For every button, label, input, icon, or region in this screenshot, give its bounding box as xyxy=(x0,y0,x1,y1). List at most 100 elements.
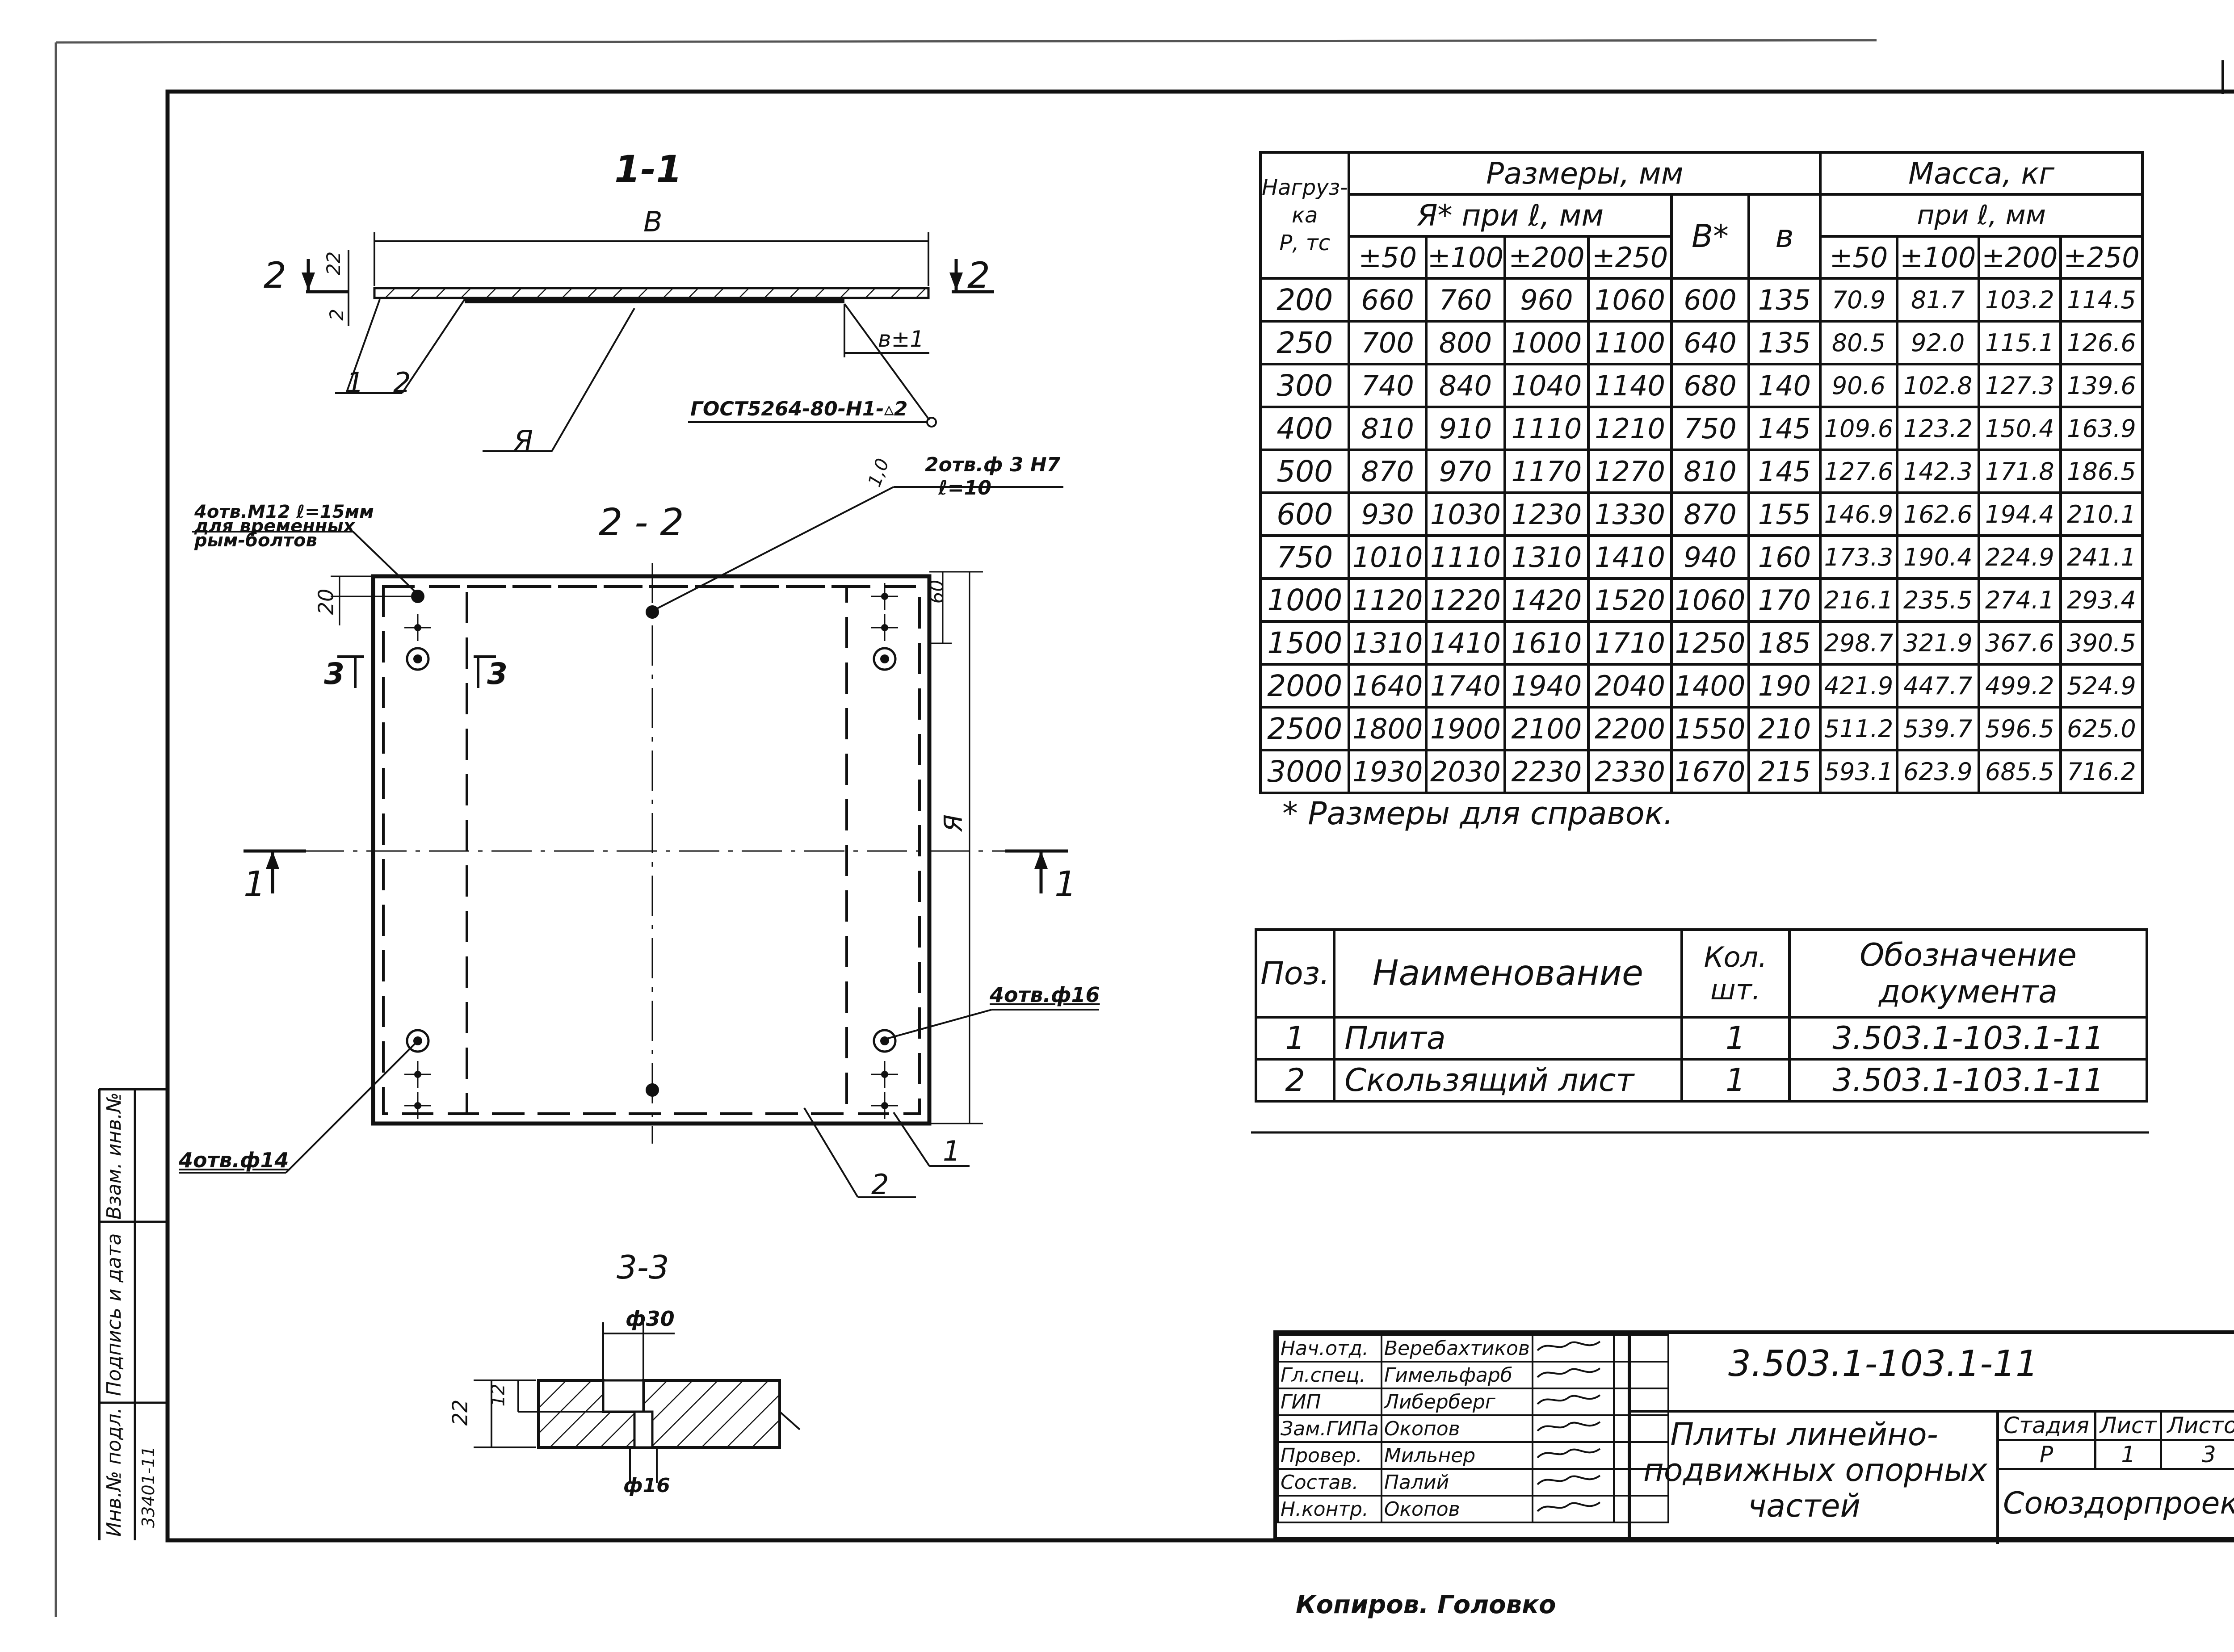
spec-pos: 1 xyxy=(1254,1016,1336,1061)
signature-role: Состав. xyxy=(1277,1468,1382,1497)
size-cell: 1110 xyxy=(1424,534,1507,580)
note-16-holes: 4отв.ф16 xyxy=(990,983,1100,1007)
handwritten-signature-icon xyxy=(1537,1421,1601,1431)
size-cell: 1060 xyxy=(1587,277,1673,323)
mass-cell: 511.2 xyxy=(1819,706,1898,751)
size-cell: 1930 xyxy=(1348,749,1428,794)
handwritten-signature-icon xyxy=(1537,1340,1601,1351)
organization: Союздорпроект xyxy=(2003,1486,2234,1521)
signature-date xyxy=(1613,1495,1669,1523)
size-cell: 750 xyxy=(1670,406,1750,451)
size-cell: 1610 xyxy=(1503,620,1590,666)
size-cell: 2330 xyxy=(1587,749,1673,794)
size-cell: 2230 xyxy=(1503,749,1590,794)
size-cell: 930 xyxy=(1348,491,1428,537)
signature-name: Гимельфарб xyxy=(1380,1361,1533,1389)
size-cell: 800 xyxy=(1424,320,1507,365)
mass-cell: 499.2 xyxy=(1977,663,2062,709)
note-3h7-line2: ℓ=10 xyxy=(938,477,991,499)
load-cell: 250 xyxy=(1259,320,1351,365)
size-cell: 1110 xyxy=(1503,406,1590,451)
load-cell: 200 xyxy=(1259,277,1351,323)
title-text: Плиты линейно- подвижных опорных частей xyxy=(1643,1417,1987,1524)
size-cell: 1900 xyxy=(1424,706,1507,751)
copy-note: Копиров. Головко xyxy=(1296,1590,1556,1619)
sheets-value: 3 xyxy=(2160,1439,2234,1470)
mass-cell: 194.4 xyxy=(1977,491,2062,537)
sheet-value: 1 xyxy=(2094,1439,2163,1470)
size-cell: 1100 xyxy=(1587,320,1673,365)
dim-A-label: Я xyxy=(939,814,968,832)
mass-cell: 216.1 xyxy=(1819,577,1898,623)
title-line-2: подвижных опорных xyxy=(1643,1452,1987,1488)
mass-cell: 367.6 xyxy=(1977,620,2062,666)
size-cell: 1010 xyxy=(1348,534,1428,580)
signature-name: Либерберг xyxy=(1380,1388,1533,1416)
mass-cell: 114.5 xyxy=(2059,277,2144,323)
cut1-left: 1 xyxy=(244,864,266,905)
size-cell: 2100 xyxy=(1503,706,1590,751)
side-stamp-replace: Взам. инв.№ xyxy=(103,1092,126,1220)
callout-2: 2 xyxy=(393,366,411,399)
size-cell: 960 xyxy=(1503,277,1590,323)
signature-row: Н.контр.Окопов xyxy=(1277,1495,1669,1523)
size-cell: 145 xyxy=(1747,406,1822,451)
inner-frame xyxy=(165,89,2234,1543)
size-cell: 1310 xyxy=(1503,534,1590,580)
signature-mark xyxy=(1531,1388,1615,1416)
size-cell: 1670 xyxy=(1670,749,1750,794)
spec-header-qty: Кол. шт. xyxy=(1680,928,1791,1019)
note-m12-line3: рым-болтов xyxy=(194,530,317,551)
l-col-250: ±250 xyxy=(1587,235,1673,280)
mass-cell: 173.3 xyxy=(1819,534,1898,580)
spec-doc: 3.503.1-103.1-11 xyxy=(1788,1016,2149,1061)
signature-role: ГИП xyxy=(1277,1388,1382,1416)
m-col-50: ±50 xyxy=(1819,235,1898,280)
header-mass-sub: при ℓ, мм xyxy=(1819,193,2144,238)
size-cell: 1210 xyxy=(1587,406,1673,451)
size-cell: 190 xyxy=(1747,663,1822,709)
size-cell: 1940 xyxy=(1503,663,1590,709)
spec-qty: 1 xyxy=(1680,1058,1791,1103)
size-cell: 1120 xyxy=(1348,577,1428,623)
spec-name: Скользящий лист xyxy=(1333,1058,1683,1103)
signature-name: Мильнер xyxy=(1380,1441,1533,1470)
dim-22-label-3: 22 xyxy=(448,1399,472,1426)
table-footnote: * Размеры для справок. xyxy=(1282,795,1674,832)
size-cell: 810 xyxy=(1670,449,1750,494)
section-3-3-geometry xyxy=(474,1322,801,1483)
cut-right-label: 2 xyxy=(967,255,990,296)
signature-role: Н.контр. xyxy=(1277,1495,1382,1523)
signature-name: Окопов xyxy=(1380,1414,1533,1443)
mass-cell: 596.5 xyxy=(1977,706,2062,751)
mass-cell: 80.5 xyxy=(1819,320,1898,365)
side-stamp-sign: Подпись и дата xyxy=(103,1233,126,1396)
stage-table: Стадия Лист Листов Р 1 3 xyxy=(1996,1410,2234,1470)
size-cell: 1140 xyxy=(1587,363,1673,408)
mass-cell: 390.5 xyxy=(2059,620,2144,666)
size-cell: 810 xyxy=(1348,406,1428,451)
mass-cell: 115.1 xyxy=(1977,320,2062,365)
size-cell: 680 xyxy=(1670,363,1750,408)
size-cell: 210 xyxy=(1747,706,1822,751)
signature-name: Окопов xyxy=(1380,1495,1533,1523)
signature-name: Палий xyxy=(1380,1468,1533,1497)
load-cell: 750 xyxy=(1259,534,1351,580)
size-cell: 1410 xyxy=(1424,620,1507,666)
dim-60-label: 60 xyxy=(926,579,948,604)
header-sizes: Размеры, мм xyxy=(1348,151,1822,196)
size-cell: 140 xyxy=(1747,363,1822,408)
cut3-right: 3 xyxy=(487,657,508,691)
l-col-50: ±50 xyxy=(1348,235,1428,280)
size-cell: 135 xyxy=(1747,277,1822,323)
mass-cell: 421.9 xyxy=(1819,663,1898,709)
m-col-250: ±250 xyxy=(2059,235,2144,280)
size-cell: 1270 xyxy=(1587,449,1673,494)
signature-name: Веребахтиков xyxy=(1380,1334,1533,1363)
